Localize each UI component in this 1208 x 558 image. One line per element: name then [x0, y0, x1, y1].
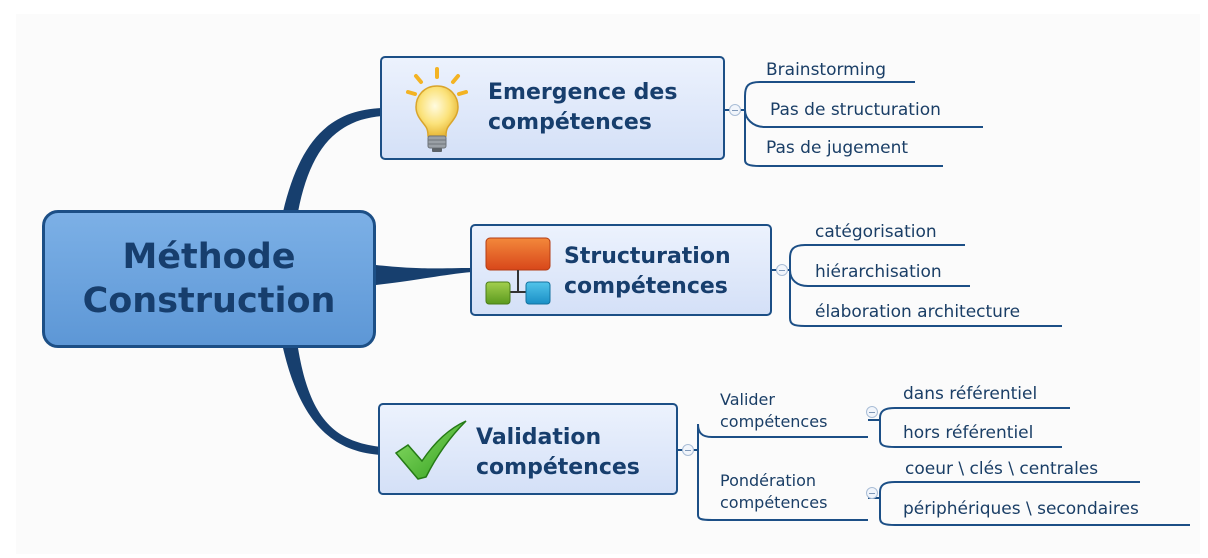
- topic-emergence-title-line1: Emergence des: [488, 80, 678, 105]
- central-topic[interactable]: Méthode Construction: [42, 210, 376, 348]
- subtopic-valider-competences[interactable]: Valider compétences: [720, 389, 827, 433]
- branch-connector-emergence: [283, 108, 382, 212]
- leaf-pas-de-jugement[interactable]: Pas de jugement: [766, 138, 909, 158]
- branch-connector-validation: [283, 348, 382, 455]
- topic-validation-title-line2: compétences: [476, 455, 640, 480]
- collapse-toggle-structuration[interactable]: [776, 264, 788, 276]
- lightbulb-icon: [406, 67, 468, 152]
- topic-structuration[interactable]: Structuration compétences: [470, 224, 772, 316]
- org-chart-icon: [485, 237, 551, 305]
- leaf-peripheriques-secondaires[interactable]: périphériques \ secondaires: [903, 499, 1139, 519]
- topic-structuration-title-line2: compétences: [564, 274, 728, 299]
- leaf-coeur-cles-centrales[interactable]: coeur \ clés \ centrales: [905, 459, 1099, 479]
- leaf-brainstorming[interactable]: Brainstorming: [766, 60, 887, 80]
- branch-connector-structuration: [376, 265, 472, 285]
- topic-structuration-title-line1: Structuration: [564, 244, 731, 269]
- subtopic-ponderation-line1: Pondération: [720, 471, 817, 490]
- leaf-elaboration-architecture[interactable]: élaboration architecture: [815, 302, 1021, 322]
- leaf-hors-referentiel[interactable]: hors référentiel: [903, 423, 1034, 443]
- central-topic-line2: Construction: [82, 281, 336, 321]
- topic-emergence-title-line2: compétences: [488, 110, 652, 135]
- topic-validation[interactable]: Validation compétences: [378, 403, 678, 495]
- collapse-toggle-validation[interactable]: [682, 444, 694, 456]
- collapse-toggle-ponderation[interactable]: [866, 487, 878, 499]
- leaf-dans-referentiel[interactable]: dans référentiel: [903, 384, 1038, 404]
- emergence-child-connectors: [725, 81, 983, 167]
- collapse-toggle-emergence[interactable]: [729, 104, 741, 116]
- topic-validation-title-line1: Validation: [476, 425, 602, 450]
- leaf-hierarchisation[interactable]: hiérarchisation: [815, 262, 942, 282]
- structuration-child-connectors: [772, 244, 1062, 327]
- leaf-categorisation[interactable]: catégorisation: [815, 222, 937, 242]
- topic-emergence[interactable]: Emergence des compétences: [380, 56, 725, 160]
- subtopic-ponderation-line2: compétences: [720, 493, 828, 512]
- subtopic-valider-line1: Valider: [720, 390, 775, 409]
- checkmark-icon: [394, 420, 467, 480]
- subtopic-valider-line2: compétences: [720, 412, 828, 431]
- central-topic-line1: Méthode: [122, 237, 296, 277]
- leaf-pas-de-structuration[interactable]: Pas de structuration: [770, 100, 941, 120]
- collapse-toggle-valider[interactable]: [866, 406, 878, 418]
- subtopic-ponderation-competences[interactable]: Pondération compétences: [720, 470, 827, 514]
- validation-child-connectors: [678, 407, 1190, 526]
